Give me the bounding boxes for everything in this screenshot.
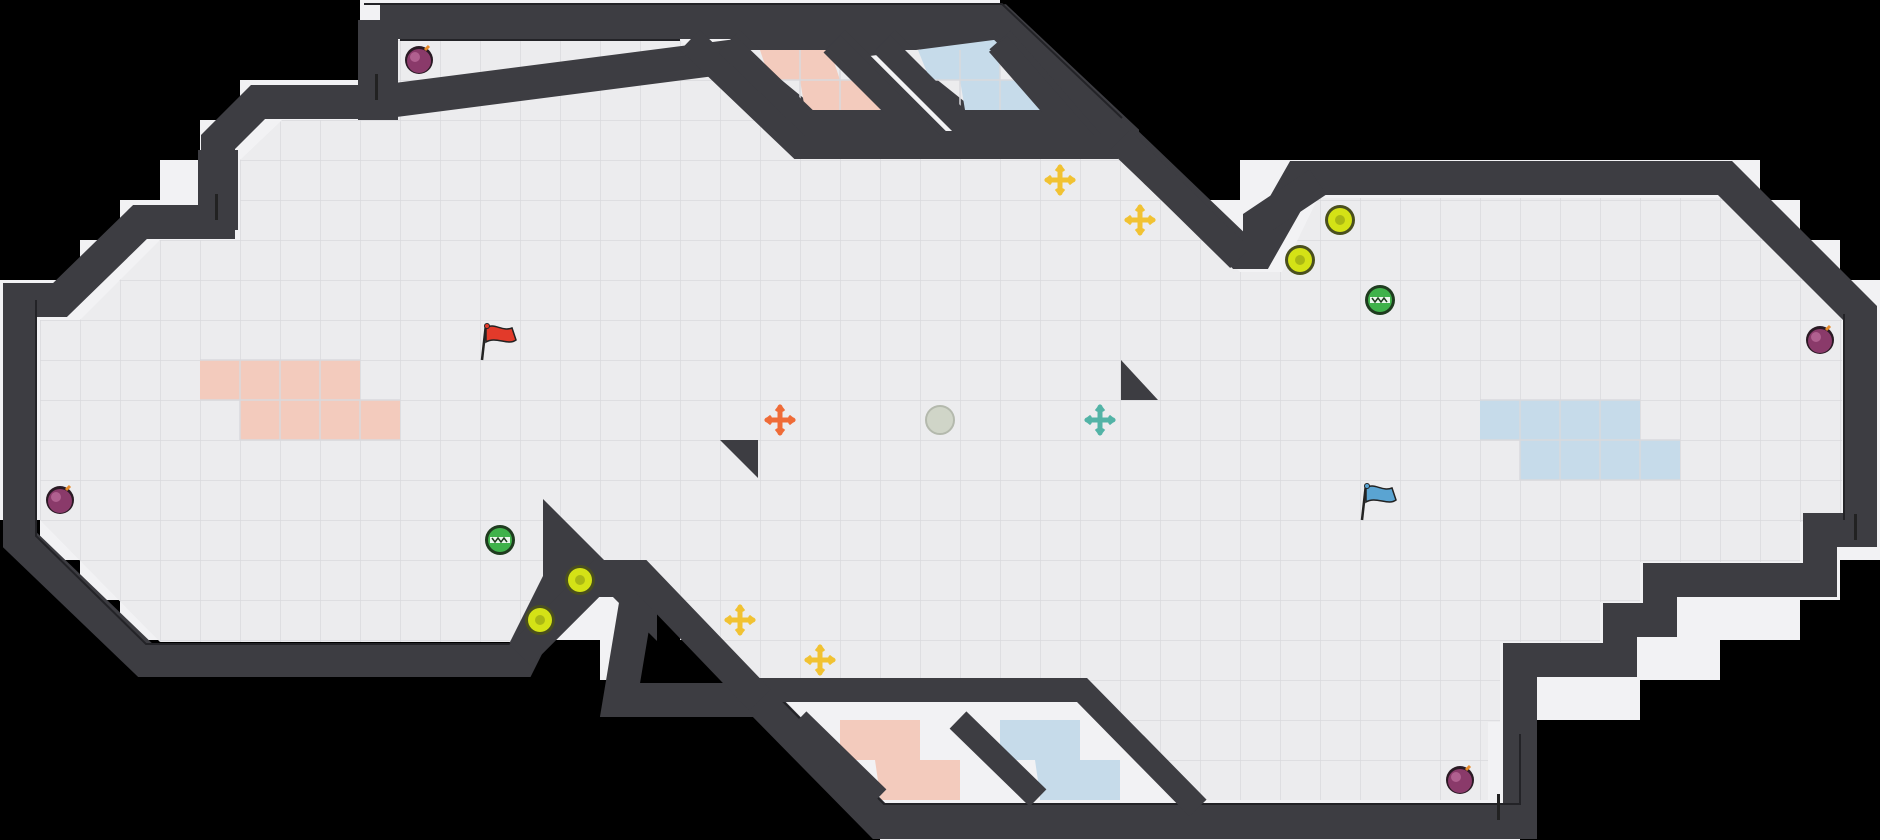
triangle-obstacle-left [720,440,758,478]
boost-pad-icon[interactable] [1285,245,1315,275]
bomb-icon[interactable] [46,484,74,514]
lower-chamber-walls [757,678,1207,817]
portal-icon[interactable] [804,644,836,676]
portal-icon[interactable] [1124,204,1156,236]
boost-pad-icon[interactable] [1325,205,1355,235]
bomb-icon[interactable] [405,44,433,74]
blue-flag-icon[interactable] [1360,483,1397,521]
powerup-icon[interactable] [1365,285,1395,315]
boost-pad-icon[interactable] [525,605,555,635]
portal-icon[interactable] [1044,164,1076,196]
bomb-icon[interactable] [1806,324,1834,354]
portal-icon[interactable] [724,604,756,636]
portal-icon[interactable] [1084,404,1116,436]
lower-left-bump [509,560,771,711]
neutral-portal-icon[interactable] [925,405,955,435]
red-flag-icon[interactable] [480,323,517,361]
bomb-icon[interactable] [1446,764,1474,794]
triangle-obstacle-right [1121,360,1158,400]
boost-pad-icon[interactable] [565,565,595,595]
powerup-icon[interactable] [485,525,515,555]
right-notch [1243,169,1327,252]
portal-icon[interactable] [764,404,796,436]
outer-wall-edge [35,3,1845,805]
left-notch-walls [198,20,398,230]
